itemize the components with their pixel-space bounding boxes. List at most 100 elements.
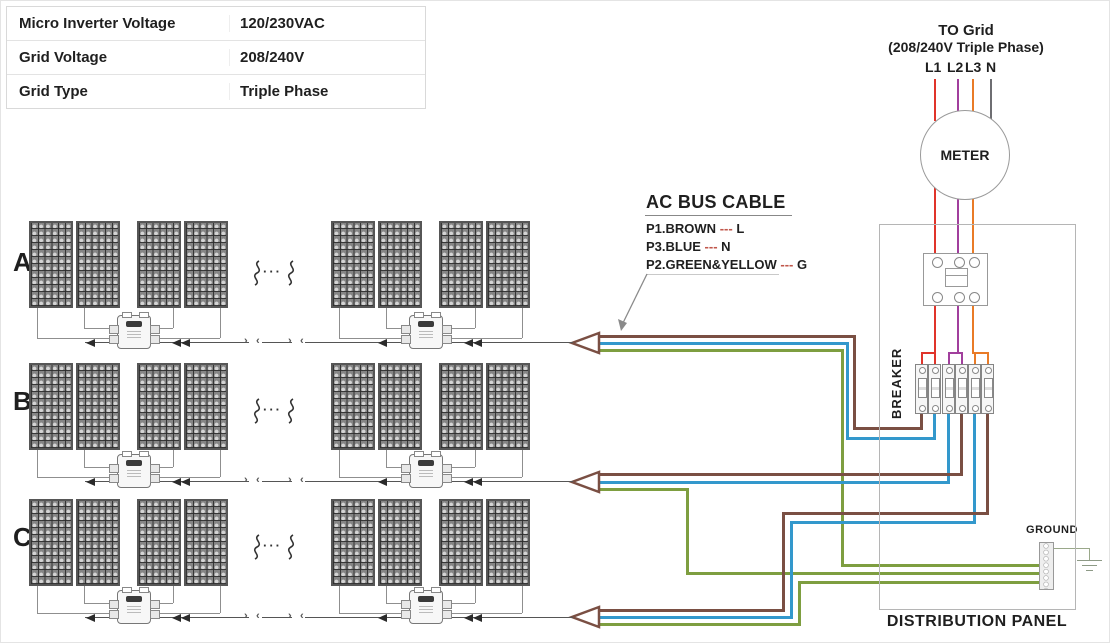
wire-blue-row-a	[846, 342, 849, 440]
wire-brown-row-c	[598, 609, 785, 612]
meter-label: METER	[940, 147, 990, 163]
wire-brown-row-b	[598, 473, 963, 476]
wire-l3	[972, 197, 974, 253]
bus-direction-arrow	[473, 339, 482, 347]
breaker-lever	[971, 378, 980, 398]
solar-panel	[378, 221, 422, 308]
bus-direction-arrow	[378, 478, 387, 486]
bus-trunk	[262, 481, 292, 482]
breaker-lever	[918, 378, 927, 398]
legend-item: P1.BROWN --- L	[646, 221, 744, 236]
cable-break-mark: ›	[288, 610, 292, 622]
legend-name: P2.GREEN&YELLOW	[646, 257, 777, 272]
bus-direction-arrow	[464, 478, 473, 486]
continuation-squiggle	[253, 260, 261, 286]
wire-green-row-a	[841, 564, 1041, 567]
inverter-connector	[442, 335, 452, 344]
feed-l3	[987, 352, 989, 364]
panel-wire	[386, 450, 387, 467]
panel-wire	[37, 450, 38, 477]
solar-panel	[331, 499, 375, 586]
inverter-tab	[431, 587, 441, 593]
inverter-connector	[150, 600, 160, 609]
bus-direction-arrow	[172, 478, 181, 486]
legend-terminal: L	[736, 221, 745, 236]
solar-panel	[29, 363, 73, 450]
breaker-lever	[984, 378, 993, 398]
breaker-pole	[955, 364, 968, 414]
spec-table: Micro Inverter Voltage 120/230VAC Grid V…	[6, 6, 426, 109]
panel-wire	[37, 338, 110, 339]
feed-l1	[921, 352, 936, 354]
bus-trunk	[85, 342, 249, 343]
cable-break-mark: ‹	[256, 474, 260, 486]
inverter-tab	[414, 451, 424, 457]
bus-direction-arrow	[464, 339, 473, 347]
bus-direction-arrow	[181, 614, 190, 622]
panel-wire	[220, 308, 221, 338]
spec-value: 208/240V	[229, 49, 425, 66]
to-grid-title: TO Grid	[938, 22, 994, 39]
inverter-tab	[139, 587, 149, 593]
feed-l2	[948, 352, 950, 364]
panel-wire	[386, 308, 387, 328]
cable-break-mark: ›	[288, 335, 292, 347]
solar-panel	[137, 499, 181, 586]
panel-wire	[84, 586, 85, 603]
wire-brown-row-b	[960, 414, 963, 473]
panel-wire	[522, 586, 523, 613]
bus-direction-arrow	[86, 478, 95, 486]
wire-green-row-c	[598, 623, 801, 626]
solar-panel	[439, 363, 483, 450]
legend-dashes: ---	[780, 257, 794, 272]
breaker-pole	[981, 364, 994, 414]
wire-blue-row-b	[947, 414, 950, 481]
inverter-connector	[401, 325, 411, 334]
panel-wire	[451, 328, 475, 329]
micro-inverter	[109, 587, 160, 624]
panel-wire	[37, 477, 110, 478]
solar-panel	[486, 499, 530, 586]
row-label-b: B	[13, 386, 32, 416]
bus-direction-arrow	[473, 478, 482, 486]
bus-direction-arrow	[181, 339, 190, 347]
wire-blue-row-a	[933, 414, 936, 437]
wire-blue-row-c	[790, 521, 793, 619]
panel-wire	[451, 338, 522, 339]
legend-leader-line	[646, 274, 779, 275]
inverter-tab	[414, 587, 424, 593]
legend-item: P2.GREEN&YELLOW --- G	[646, 257, 807, 272]
wire-blue-row-c	[598, 616, 793, 619]
inverter-connector	[150, 325, 160, 334]
panel-wire	[84, 308, 85, 328]
panel-wire	[386, 586, 387, 603]
bus-cable-tip-row-a	[568, 331, 601, 355]
row-label-c: C	[13, 522, 32, 552]
continuation-squiggle	[287, 398, 295, 424]
feed-l1	[934, 304, 936, 364]
inverter-connector	[401, 600, 411, 609]
panel-wire	[159, 467, 173, 468]
solar-panel	[29, 499, 73, 586]
solar-panel	[439, 499, 483, 586]
inverter-tab	[122, 587, 132, 593]
bus-direction-arrow	[181, 478, 190, 486]
row-label-a: A	[13, 247, 32, 277]
continuation-squiggle	[287, 534, 295, 560]
wire-l2	[957, 79, 959, 111]
panel-wire	[37, 308, 38, 338]
inverter-connector	[401, 474, 411, 483]
wire-green-row-c	[798, 581, 1041, 584]
feed-l2	[961, 352, 963, 364]
solar-panel	[137, 363, 181, 450]
cable-break-mark: ‹	[256, 335, 260, 347]
breaker-pole	[968, 364, 981, 414]
continuation-squiggle	[253, 534, 261, 560]
panel-wire	[451, 613, 522, 614]
panel-wire	[84, 467, 110, 468]
panel-wire	[159, 328, 173, 329]
feed-l2	[948, 352, 963, 354]
solar-panel	[184, 499, 228, 586]
wire-neutral	[990, 79, 992, 119]
solar-panel	[137, 221, 181, 308]
